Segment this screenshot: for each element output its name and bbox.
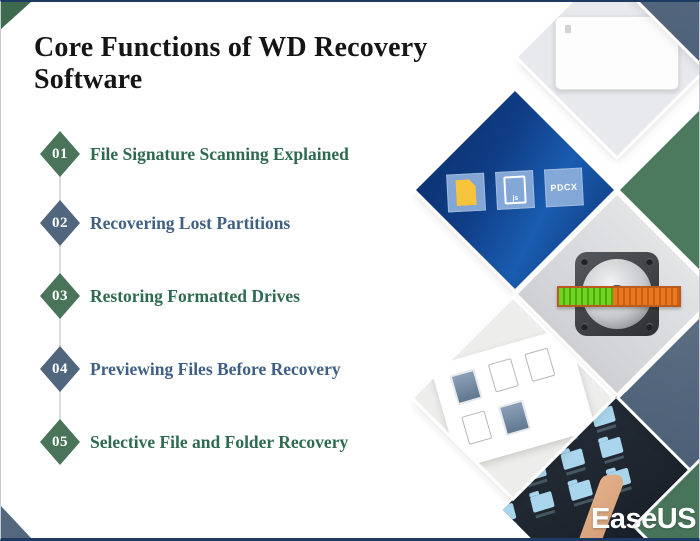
number-diamond: 01 <box>40 131 80 177</box>
format-label: PDCX <box>550 181 578 194</box>
item-label: Restoring Formatted Drives <box>90 285 300 306</box>
laptop-image <box>555 16 679 90</box>
js-document-icon: js <box>503 175 527 205</box>
file-square <box>446 172 487 213</box>
file-square: js <box>495 170 535 210</box>
easeus-logo: EaseUS <box>590 503 697 535</box>
item-label: File Signature Scanning Explained <box>90 143 349 164</box>
yellow-document-icon <box>455 179 476 206</box>
item-label: Recovering Lost Partitions <box>90 212 291 233</box>
list-item-5: 05 Selective File and Folder Recovery <box>40 419 348 465</box>
blue-corner-triangle <box>1 506 31 538</box>
touchscreen-folders-photo-tile: Cover file <box>502 389 699 538</box>
page-title: Core Functions of WD Recovery Software <box>34 32 428 96</box>
document-icon <box>487 358 519 393</box>
list-item-3: 03 Restoring Formatted Drives <box>40 273 300 319</box>
list-item-1: 01 File Signature Scanning Explained <box>40 131 349 177</box>
image-document-icon <box>497 399 532 437</box>
hard-drive-icon <box>557 249 681 339</box>
number-diamond: 02 <box>40 200 80 246</box>
item-number: 02 <box>52 214 68 231</box>
number-diamond: 03 <box>40 273 80 319</box>
list-item-2: 02 Recovering Lost Partitions <box>40 200 290 246</box>
list-item-4: 04 Previewing Files Before Recovery <box>40 346 341 392</box>
document-icon <box>461 410 493 445</box>
folder-icon <box>598 436 624 459</box>
progress-bar <box>557 286 681 307</box>
document-icon <box>524 347 556 383</box>
image-document-icon <box>449 368 483 406</box>
item-label: Previewing Files Before Recovery <box>90 358 341 379</box>
item-label: Selective File and Folder Recovery <box>90 431 349 452</box>
green-corner-triangle <box>1 2 31 29</box>
item-number: 03 <box>52 287 68 304</box>
number-diamond: 04 <box>40 346 80 392</box>
item-number: 01 <box>52 145 68 162</box>
pointing-hand-icon <box>502 474 631 538</box>
item-number: 05 <box>52 433 68 450</box>
file-square: PDCX <box>543 167 584 208</box>
item-number: 04 <box>52 360 68 377</box>
number-diamond: 05 <box>40 419 80 465</box>
